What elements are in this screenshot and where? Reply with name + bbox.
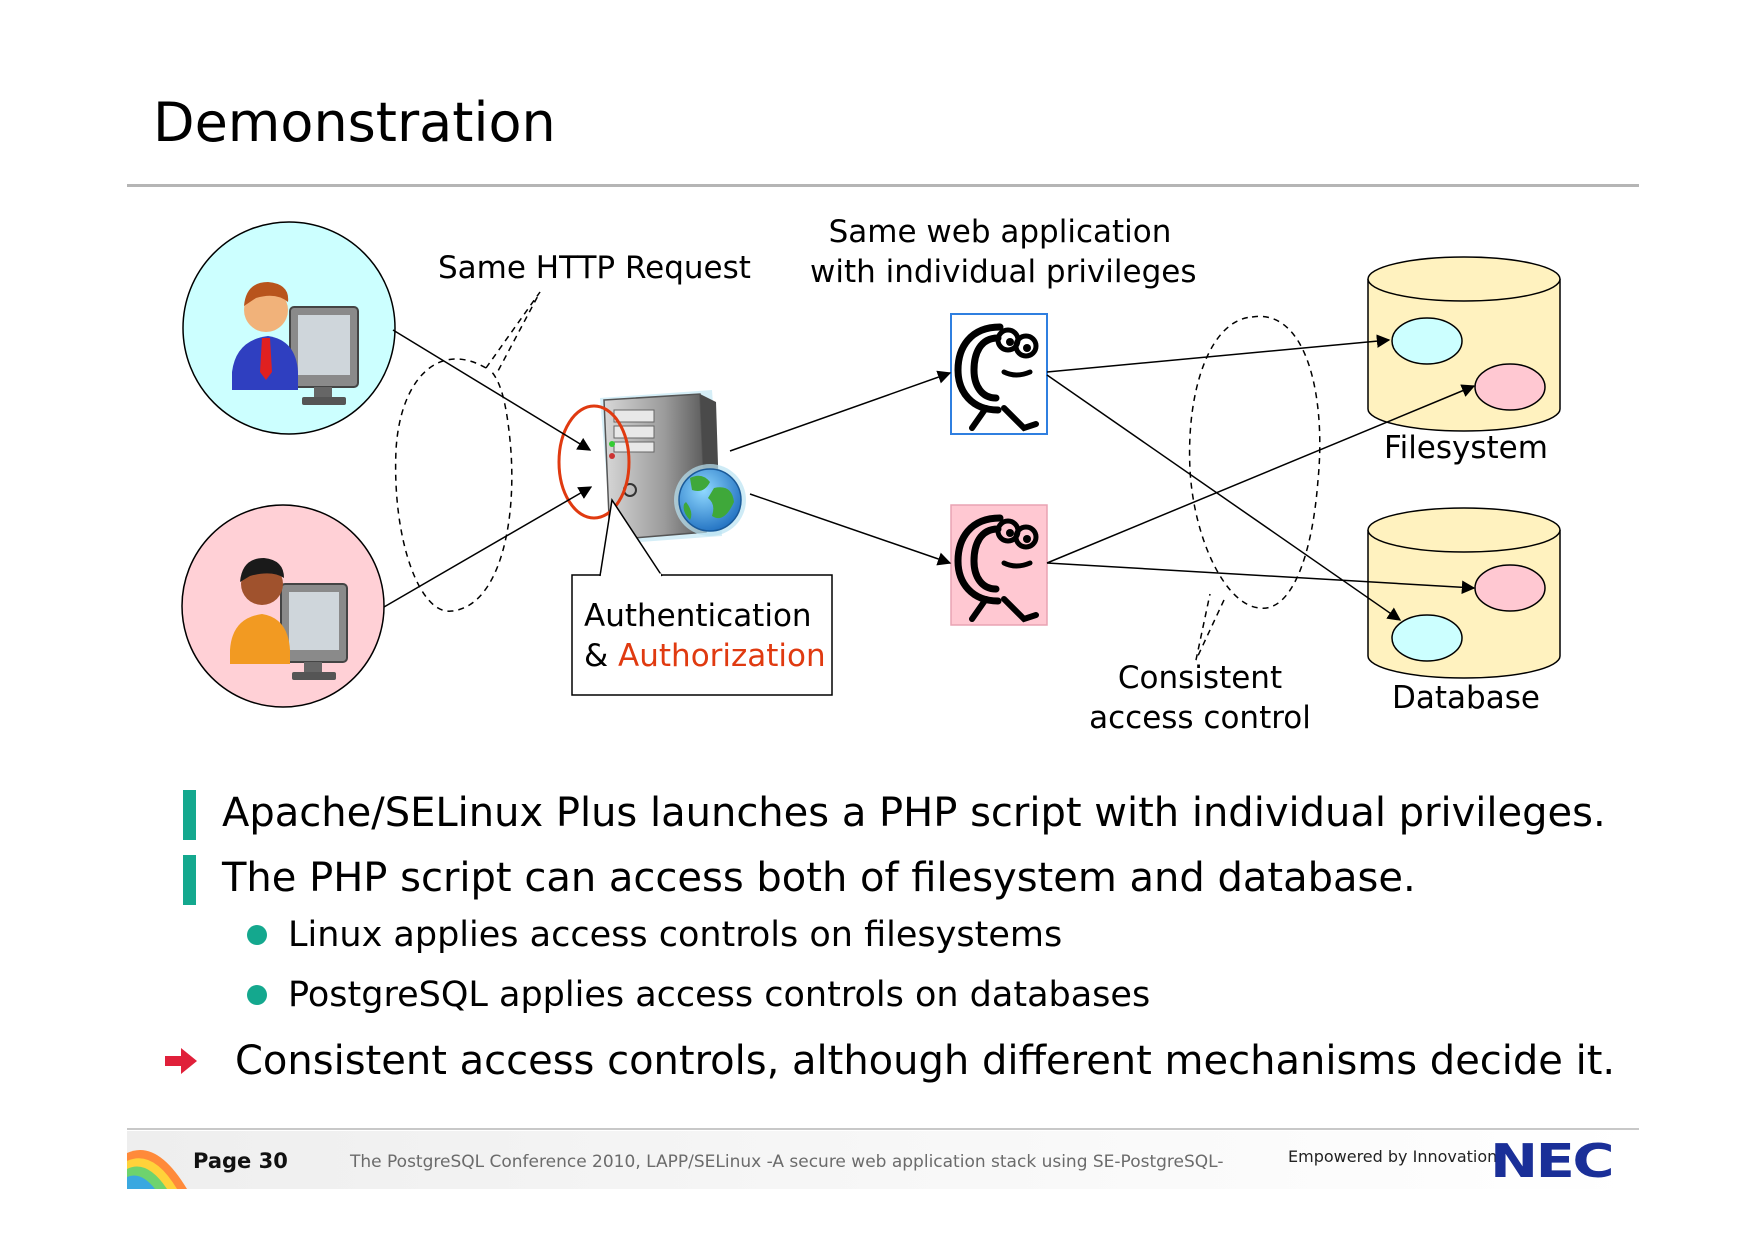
user1-node	[182, 221, 396, 435]
conclusion: Consistent access controls, although dif…	[235, 1038, 1616, 1084]
process1-node	[950, 313, 1048, 435]
red-arrow-icon	[165, 1048, 197, 1074]
auth-callout-box	[571, 497, 833, 696]
db-object-cyan	[1391, 614, 1463, 662]
filesystem-label: Filesystem	[1384, 430, 1548, 466]
db-object-pink	[1474, 564, 1546, 612]
footer-conference: The PostgreSQL Conference 2010, LAPP/SEL…	[350, 1152, 1224, 1172]
consistent-label-line1: Consistent	[1117, 660, 1283, 696]
process2-node	[950, 504, 1048, 626]
auth-label-line1: Authentication	[584, 598, 812, 634]
php-process-icon	[954, 323, 1039, 432]
database-cylinder	[1367, 507, 1561, 679]
footer-band	[127, 1131, 1639, 1189]
user-at-computer-icon	[230, 558, 348, 680]
same-request-callout	[394, 291, 541, 612]
user2-node	[181, 504, 385, 708]
same-app-label-line2: with individual privileges	[810, 254, 1197, 290]
sub-bullet-dot	[247, 925, 267, 945]
nec-logo: NEC	[1490, 1134, 1615, 1188]
bullet-1: Apache/SELinux Plus launches a PHP scrip…	[222, 790, 1606, 836]
user-at-computer-icon	[232, 282, 359, 405]
page-number: Page 30	[193, 1149, 288, 1173]
globe-icon	[674, 464, 746, 536]
sub-bullet-1: Linux applies access controls on filesys…	[288, 915, 1063, 955]
same-request-label: Same HTTP Request	[438, 250, 751, 286]
sub-bullet-2: PostgreSQL applies access controls on da…	[288, 975, 1151, 1015]
footer-rainbow-graphic	[127, 1149, 187, 1189]
auth-highlight-ellipse	[557, 404, 631, 520]
fs-object-cyan	[1391, 317, 1463, 365]
sub-bullet-dot	[247, 985, 267, 1005]
fs-object-pink	[1474, 363, 1546, 411]
auth-label-amp: &	[584, 638, 619, 674]
footer-divider	[127, 1128, 1639, 1130]
architecture-diagram	[181, 221, 1561, 708]
consistent-label-line2: access control	[1089, 700, 1311, 736]
auth-label-line2: & Authorization	[584, 636, 826, 676]
title-divider	[127, 184, 1639, 187]
footer-tagline: Empowered by Innovation	[1288, 1147, 1498, 1166]
filesystem-cylinder	[1367, 256, 1561, 432]
php-process-icon	[954, 514, 1039, 623]
bullet-bar	[183, 855, 196, 905]
database-label: Database	[1392, 680, 1540, 716]
slide-title: Demonstration	[153, 91, 556, 154]
flow-arrows	[383, 329, 1476, 621]
bullet-2: The PHP script can access both of filesy…	[222, 855, 1416, 901]
consistent-control-callout	[1188, 315, 1321, 661]
same-app-label-line1: Same web application	[828, 214, 1172, 250]
auth-label-authorization: Authorization	[618, 638, 826, 674]
bullet-bar	[183, 790, 196, 840]
